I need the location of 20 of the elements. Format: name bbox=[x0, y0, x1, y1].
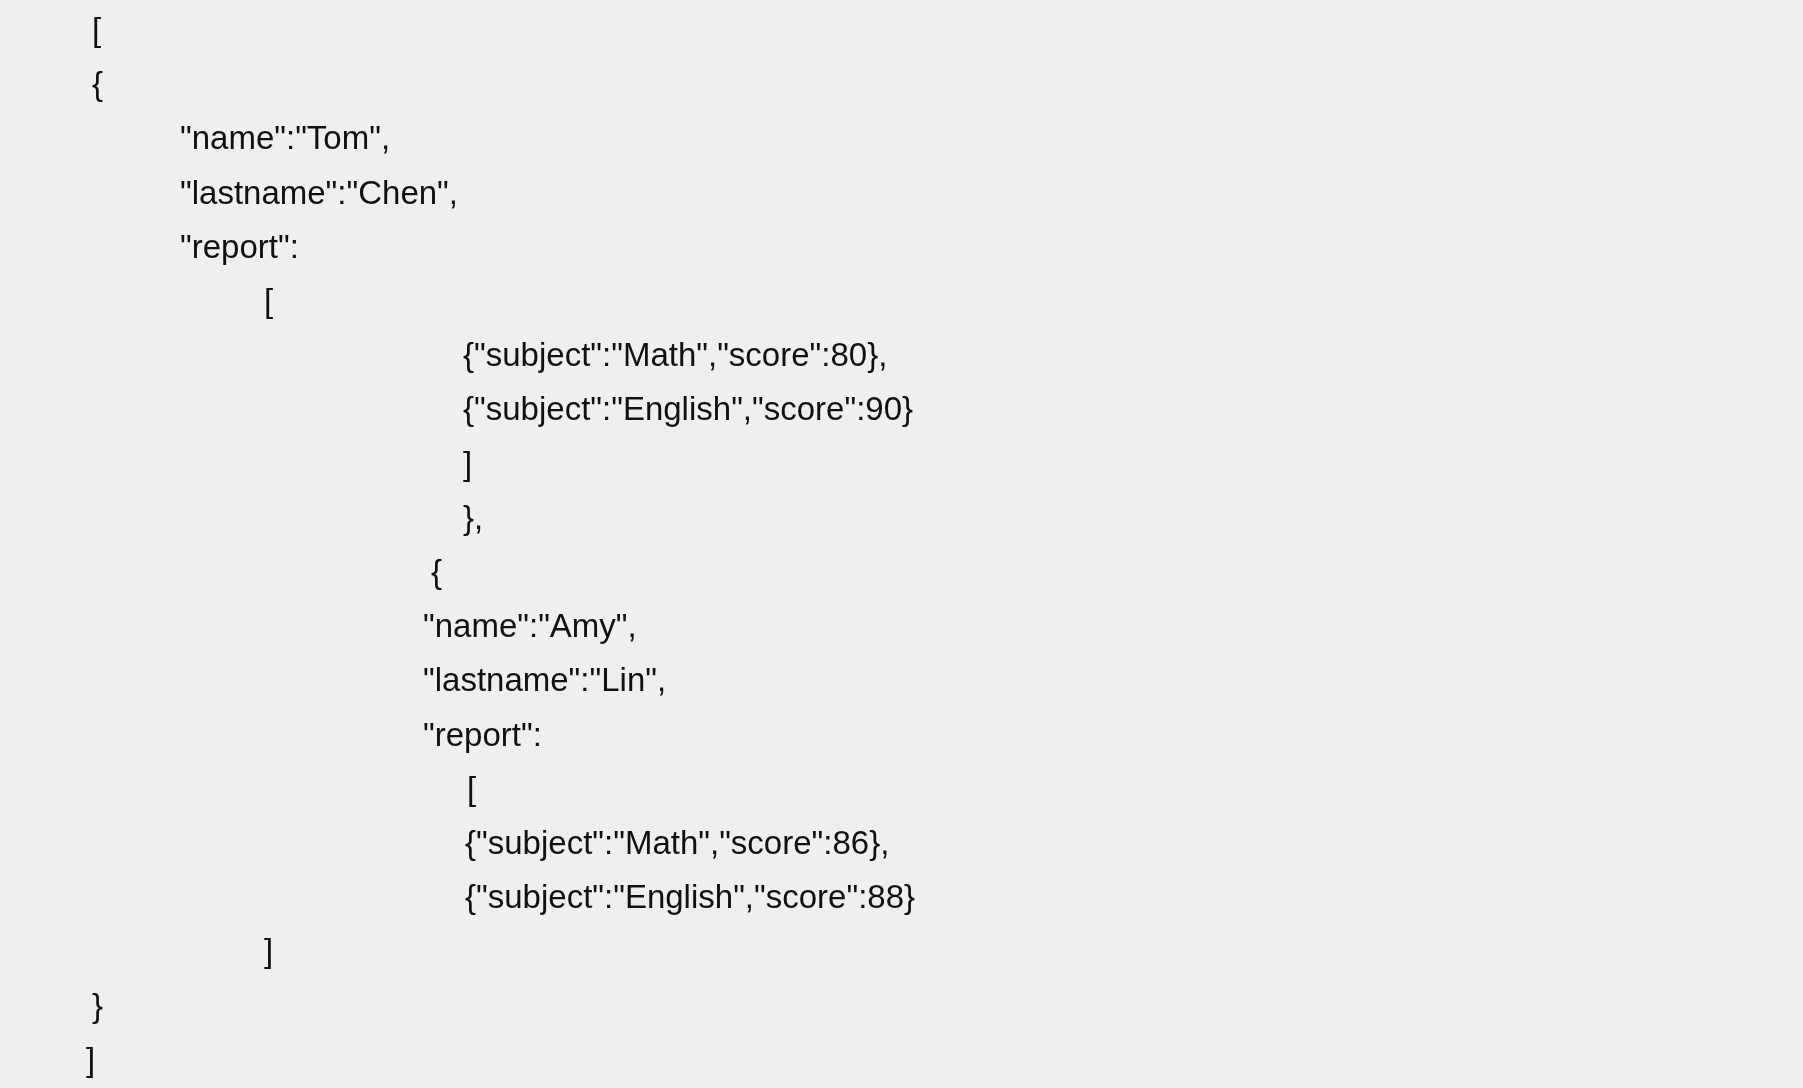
code-line: "lastname":"Chen", bbox=[180, 172, 458, 213]
code-line: [ bbox=[467, 768, 477, 809]
code-line: {"subject":"English","score":90} bbox=[463, 389, 914, 430]
code-line: "name":"Tom", bbox=[180, 118, 391, 159]
code-line: } bbox=[92, 985, 104, 1026]
code-line: {"subject":"English","score":88} bbox=[465, 877, 916, 918]
code-line: {"subject":"Math","score":86}, bbox=[465, 823, 890, 863]
code-line: ] bbox=[86, 1039, 96, 1080]
code-line: ] bbox=[463, 443, 473, 484]
code-line: { bbox=[92, 64, 104, 105]
code-line: "lastname":"Lin", bbox=[423, 660, 667, 701]
code-line: { bbox=[431, 552, 443, 592]
code-line: }, bbox=[463, 497, 484, 538]
code-line: [ bbox=[264, 281, 274, 321]
code-line: "name":"Amy", bbox=[423, 606, 637, 647]
code-line: {"subject":"Math","score":80}, bbox=[463, 335, 888, 376]
code-line: ] bbox=[264, 931, 274, 972]
code-line: "report": bbox=[423, 714, 542, 755]
code-line: "report": bbox=[180, 226, 299, 267]
code-line: [ bbox=[92, 10, 102, 50]
